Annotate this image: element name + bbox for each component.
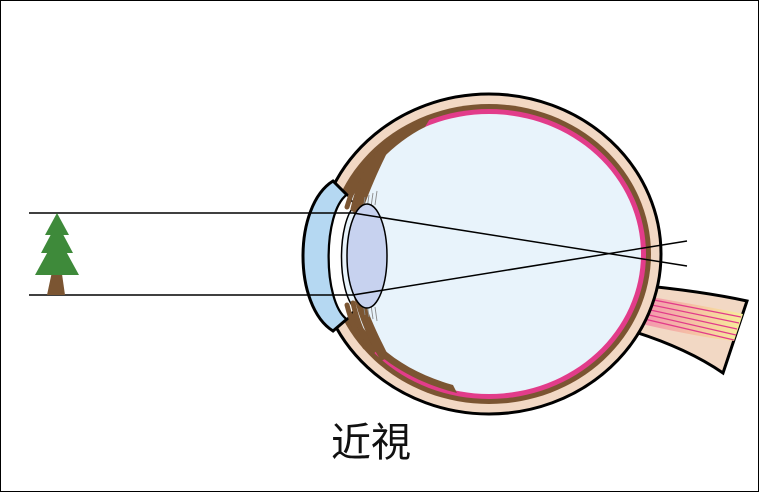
- iris-lower: [353, 291, 389, 361]
- vitreous-body: [337, 114, 641, 394]
- ray-upper-refracted: [352, 212, 688, 267]
- tree-icon: [35, 213, 79, 295]
- caption-label: 近視: [331, 420, 411, 466]
- ciliary-body: [344, 158, 376, 354]
- anterior-chamber: [328, 193, 357, 321]
- crystalline-lens: [346, 203, 388, 309]
- tree-foliage-bottom: [35, 235, 79, 275]
- ray-lower-refracted: [352, 240, 688, 296]
- iris-upper: [353, 149, 387, 215]
- light-rays: [29, 212, 688, 296]
